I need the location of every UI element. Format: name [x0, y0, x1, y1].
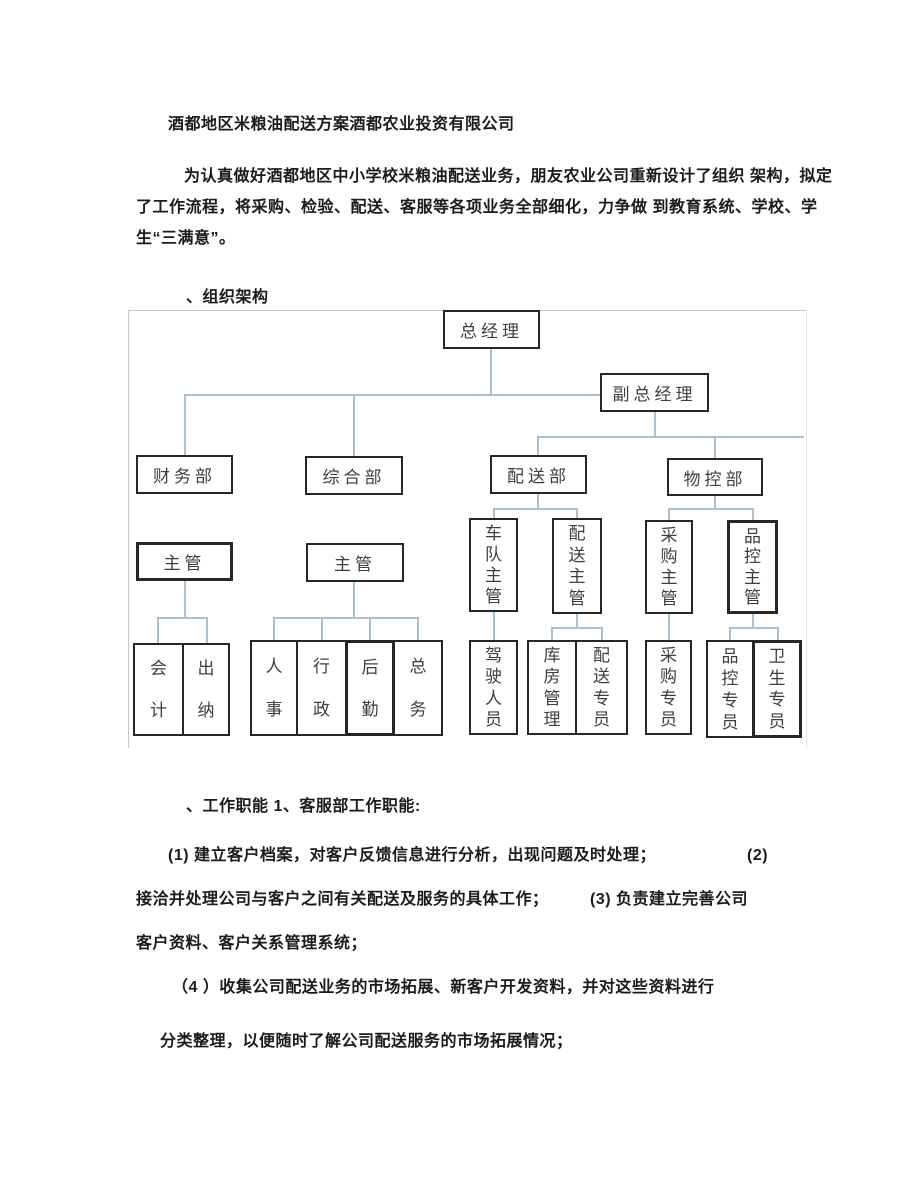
connector-line: [551, 627, 553, 641]
connector-line: [538, 436, 804, 438]
connector-line: [576, 508, 578, 519]
item4-line: 分类整理，以便随时了解公司配送服务的市场拓展情况；: [160, 1033, 573, 1050]
org-node-hr: 人事: [250, 640, 298, 736]
org-node-cashier: 出纳: [182, 643, 230, 736]
org-node-delivery-dept: 配送部: [490, 455, 587, 494]
org-node-warehouse-management: 库房管理: [527, 640, 577, 735]
connector-line: [493, 508, 495, 519]
org-node-general-services: 总务: [393, 640, 443, 736]
connector-line: [551, 627, 603, 629]
org-node-finance-dept: 财务部: [136, 455, 233, 494]
org-node-quality-control-supervisor: 品控主管: [727, 520, 778, 614]
org-node-hygiene-specialist: 卫生专员: [752, 640, 802, 738]
connector-line: [493, 611, 495, 641]
section-heading-work-duties: 、工作职能 1、客服部工作职能:: [186, 798, 421, 815]
connector-line: [654, 412, 656, 437]
connector-line: [490, 349, 492, 395]
connector-line: [184, 394, 186, 456]
connector-line: [537, 494, 539, 509]
connector-line: [729, 627, 731, 641]
connector-line: [157, 617, 159, 644]
section-heading-org-structure: 、组织架构: [186, 289, 269, 306]
org-node-material-control-dept: 物控部: [667, 458, 763, 496]
connector-line: [668, 508, 670, 521]
org-node-delivery-supervisor: 配送主管: [552, 518, 602, 614]
connector-line: [273, 617, 275, 641]
intro-line: 了工作流程，将采购、检验、配送、客服等各项业务全部细化，力争做 到教育系统、学校…: [136, 199, 818, 216]
duties-line: 接洽并处理公司与客户之间有关配送及服务的具体工作； (3) 负责建立完善公司: [136, 891, 749, 908]
org-node-drivers: 驾驶人员: [469, 640, 518, 735]
connector-line: [752, 613, 754, 628]
org-node-general-supervisor: 主管: [306, 543, 404, 582]
org-node-deputy-general-manager: 副总经理: [600, 373, 709, 412]
connector-line: [321, 617, 323, 641]
org-node-fleet-supervisor: 车队主管: [469, 518, 518, 612]
org-node-delivery-specialist: 配送专员: [575, 640, 628, 735]
connector-line: [777, 627, 779, 641]
connector-line: [353, 394, 355, 457]
org-node-quality-control-specialist: 品控专员: [706, 640, 754, 738]
connector-line: [729, 627, 779, 629]
duties-line: 客户资料、客户关系管理系统；: [136, 935, 368, 952]
intro-line: 生“三满意”。: [136, 230, 236, 247]
org-node-purchasing-specialist: 采购专员: [645, 640, 692, 735]
connector-line: [493, 508, 578, 510]
connector-line: [417, 617, 419, 641]
org-node-finance-supervisor: 主管: [136, 542, 233, 581]
connector-line: [185, 394, 601, 396]
connector-line: [184, 581, 186, 618]
org-node-logistics: 后勤: [345, 640, 395, 736]
connector-line: [668, 508, 754, 510]
org-node-general-affairs-dept: 综合部: [305, 456, 403, 495]
connector-line: [576, 613, 578, 628]
duties-line: (1) 建立客户档案，对客户反馈信息进行分析，出现问题及时处理； (2): [168, 847, 769, 864]
org-node-general-manager: 总经理: [443, 310, 540, 349]
connector-line: [369, 617, 371, 641]
connector-line: [752, 508, 754, 521]
item4-line: （4 ）收集公司配送业务的市场拓展、新客户开发资料，并对这些资料进行: [172, 979, 715, 996]
connector-line: [273, 617, 419, 619]
connector-line: [714, 496, 716, 509]
document-title: 酒都地区米粮油配送方案酒都农业投资有限公司: [168, 116, 515, 133]
connector-line: [206, 617, 208, 644]
connector-line: [668, 613, 670, 641]
connector-line: [157, 617, 208, 619]
connector-line: [601, 627, 603, 641]
org-node-accounting: 会计: [133, 643, 184, 736]
org-node-purchasing-supervisor: 采购主管: [645, 520, 693, 614]
connector-line: [537, 436, 539, 456]
intro-line: 为认真做好酒都地区中小学校米粮油配送业务，朋友农业公司重新设计了组织 架构，拟定: [184, 168, 833, 185]
connector-line: [353, 582, 355, 618]
org-node-administration: 行政: [296, 640, 347, 736]
connector-line: [714, 436, 716, 459]
